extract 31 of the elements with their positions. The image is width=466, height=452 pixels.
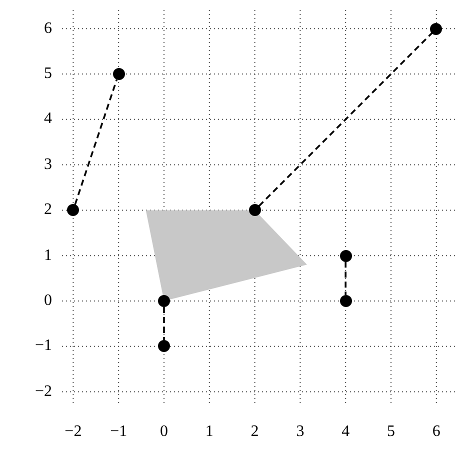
tick-label: 4: [342, 423, 350, 441]
tick-label: 2: [44, 201, 52, 220]
point-dot: [248, 204, 261, 216]
tick-label: 2: [250, 423, 259, 441]
point-dot: [340, 295, 352, 307]
point-dot: [340, 250, 352, 262]
tick-label: 4: [44, 110, 52, 128]
point-dot: [158, 295, 170, 307]
tick-label: 1: [44, 246, 52, 265]
tick-label: 0: [160, 423, 168, 441]
tick-label: −1: [34, 337, 52, 356]
point-dot: [430, 22, 442, 35]
tick-label: −2: [34, 382, 52, 401]
tick-label: 1: [205, 423, 214, 441]
tick-label: −1: [110, 423, 128, 441]
point-dot: [67, 204, 80, 216]
tick-label: 6: [44, 20, 52, 38]
tick-label: 5: [387, 423, 395, 441]
tick-label: 3: [44, 156, 52, 174]
tick-label: 6: [432, 423, 440, 441]
dashed-line: [344, 262, 346, 295]
tick-label: 0: [44, 292, 52, 310]
shaded-quadrilateral: [146, 210, 307, 301]
tick-label: −2: [64, 423, 82, 441]
dashed-line: [74, 79, 118, 205]
dashed-line: [163, 307, 165, 340]
tick-label: 5: [44, 65, 52, 83]
dashed-line: [258, 32, 433, 207]
tick-label: 3: [296, 423, 304, 441]
point-dot: [158, 340, 170, 352]
point-dot: [112, 68, 125, 80]
